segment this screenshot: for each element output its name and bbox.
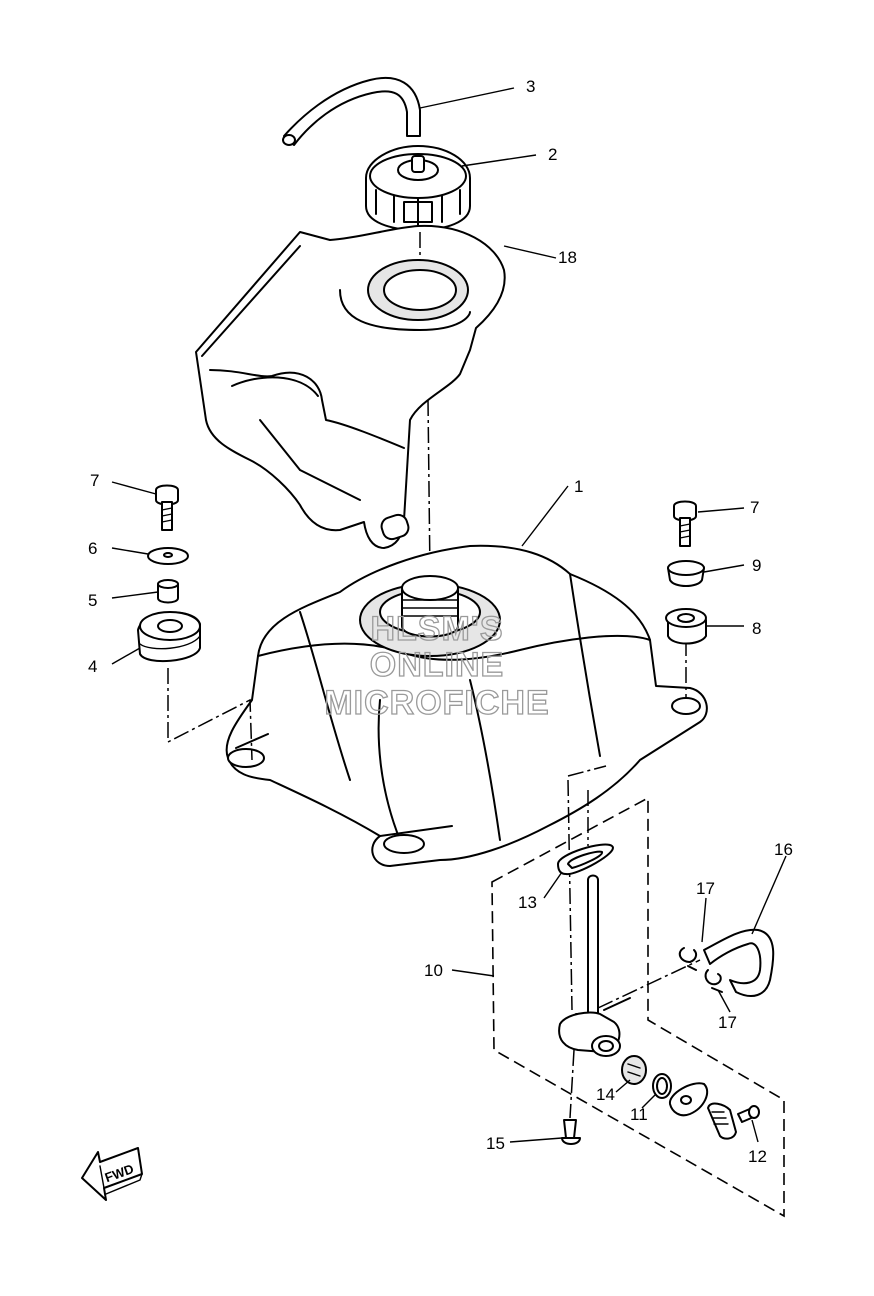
lever-part <box>668 1082 760 1140</box>
gasket-part <box>557 843 614 876</box>
watermark-line-3: MICROFICHE <box>324 684 549 722</box>
callout-14: 14 <box>596 1085 615 1104</box>
fuel-cap-part <box>365 145 471 231</box>
watermark-line-1: HLSM'S <box>370 610 503 648</box>
callout-9: 9 <box>752 556 761 575</box>
bolt-right-part <box>673 500 697 547</box>
watermark: HLSM'S ONLINE MICROFICHE <box>324 609 550 722</box>
callout-17-upper: 17 <box>696 879 715 898</box>
callout-2: 2 <box>548 145 557 164</box>
collar-left-part <box>157 579 179 604</box>
callout-16: 16 <box>774 840 793 859</box>
callout-8: 8 <box>752 619 761 638</box>
strainer-part <box>621 1055 647 1085</box>
petcock-axis-line <box>567 779 589 1119</box>
tank-cover-part <box>195 224 506 549</box>
callout-12: 12 <box>748 1147 767 1166</box>
callout-4: 4 <box>88 657 97 676</box>
left-mount-axis-line <box>167 668 253 761</box>
bolt-left-part <box>155 484 179 531</box>
callout-5: 5 <box>88 591 97 610</box>
washer-left-part <box>147 547 189 565</box>
o-ring-part <box>652 1073 672 1099</box>
callout-1: 1 <box>574 477 583 496</box>
callout-11: 11 <box>630 1105 648 1124</box>
clip-lower-part <box>704 969 723 993</box>
breather-hose-part <box>282 76 421 146</box>
callout-3: 3 <box>526 77 535 96</box>
callout-10: 10 <box>424 961 443 980</box>
watermark-line-2: ONLINE <box>370 646 504 684</box>
callout-7-left: 7 <box>90 471 99 490</box>
callout-18: 18 <box>558 248 577 267</box>
leader-lines <box>111 87 787 1143</box>
fuel-tank-part <box>225 544 708 867</box>
hose-axis-line <box>597 959 701 1009</box>
gasket-axis-line <box>567 765 607 777</box>
callout-6: 6 <box>88 539 97 558</box>
damper-right-part <box>665 608 707 645</box>
callout-15: 15 <box>486 1134 505 1153</box>
clip-upper-part <box>678 947 698 971</box>
callout-17-lower: 17 <box>718 1013 737 1032</box>
fuel-cock-assembly-outline <box>491 796 785 1218</box>
screw-part <box>561 1119 581 1145</box>
cap-axis-line <box>419 232 431 576</box>
damper-left-part <box>137 611 201 663</box>
fuel-hose-part <box>703 928 775 997</box>
callout-7-right: 7 <box>750 498 759 517</box>
fuel-cock-part <box>558 874 631 1057</box>
collar-right-part <box>667 560 705 587</box>
forward-direction-arrow: FWD <box>81 1147 143 1201</box>
callout-13: 13 <box>518 893 537 912</box>
